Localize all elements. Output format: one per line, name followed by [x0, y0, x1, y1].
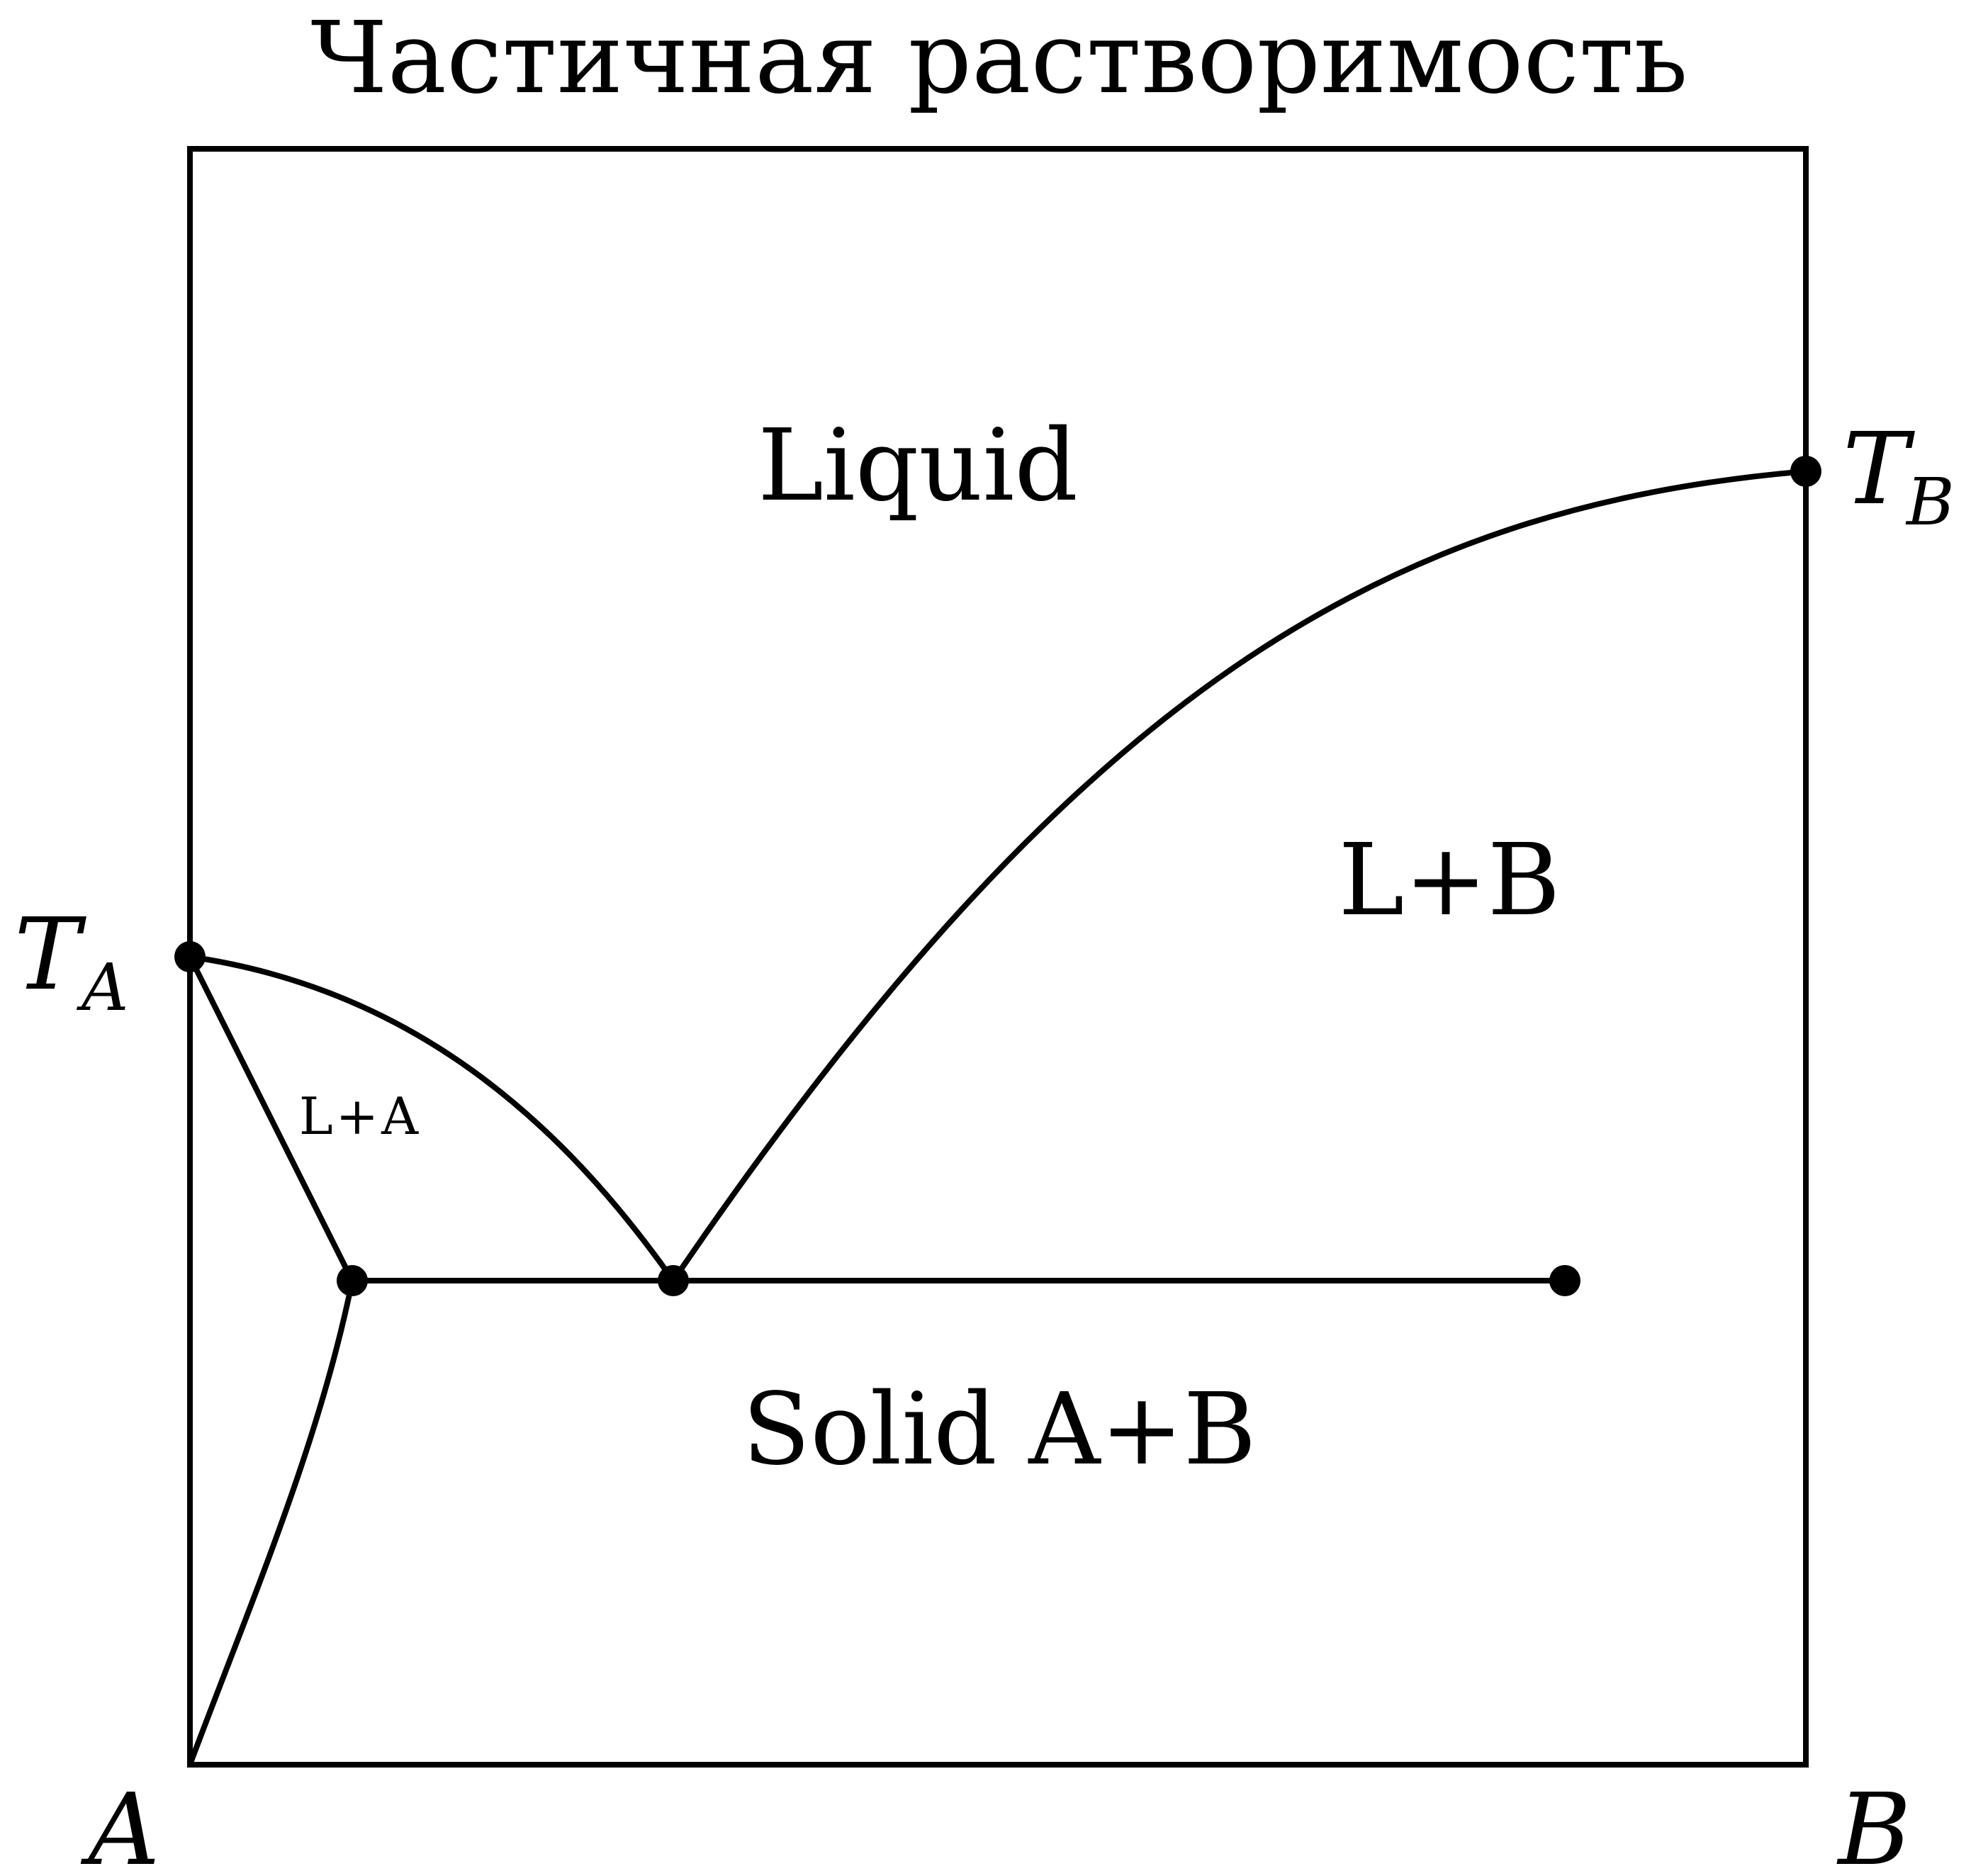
eutectic-point [658, 1265, 689, 1296]
solidus-line [187, 954, 355, 1283]
ta-label-main: T [14, 897, 86, 1013]
tb-label-main: T [1843, 412, 1915, 527]
axis-label-a: A [80, 1772, 159, 1871]
tb-label: T B [1843, 412, 1955, 540]
l-plus-a-region-label: L+A [299, 1086, 421, 1146]
ta-label: T A [14, 897, 128, 1026]
liquidus-b-curve [670, 468, 1809, 1283]
liquidus-a-curve [187, 954, 676, 1283]
solid-region-label: Solid A+B [742, 1372, 1256, 1488]
ta-point [174, 941, 206, 972]
liquid-region-label: Liquid [758, 408, 1078, 524]
diagram-title: Частичная растворимость [310, 1, 1687, 116]
solubility-limit-point [337, 1265, 368, 1296]
l-plus-b-region-label: L+B [1338, 823, 1560, 938]
diagram-frame [187, 146, 1809, 1768]
ta-label-sub: A [76, 950, 128, 1026]
eutectic-end-point [1549, 1265, 1580, 1296]
axis-label-b: B [1836, 1772, 1911, 1871]
tb-point [1790, 456, 1821, 487]
tb-label-sub: B [1905, 464, 1955, 540]
solvus-curve [187, 1278, 355, 1768]
